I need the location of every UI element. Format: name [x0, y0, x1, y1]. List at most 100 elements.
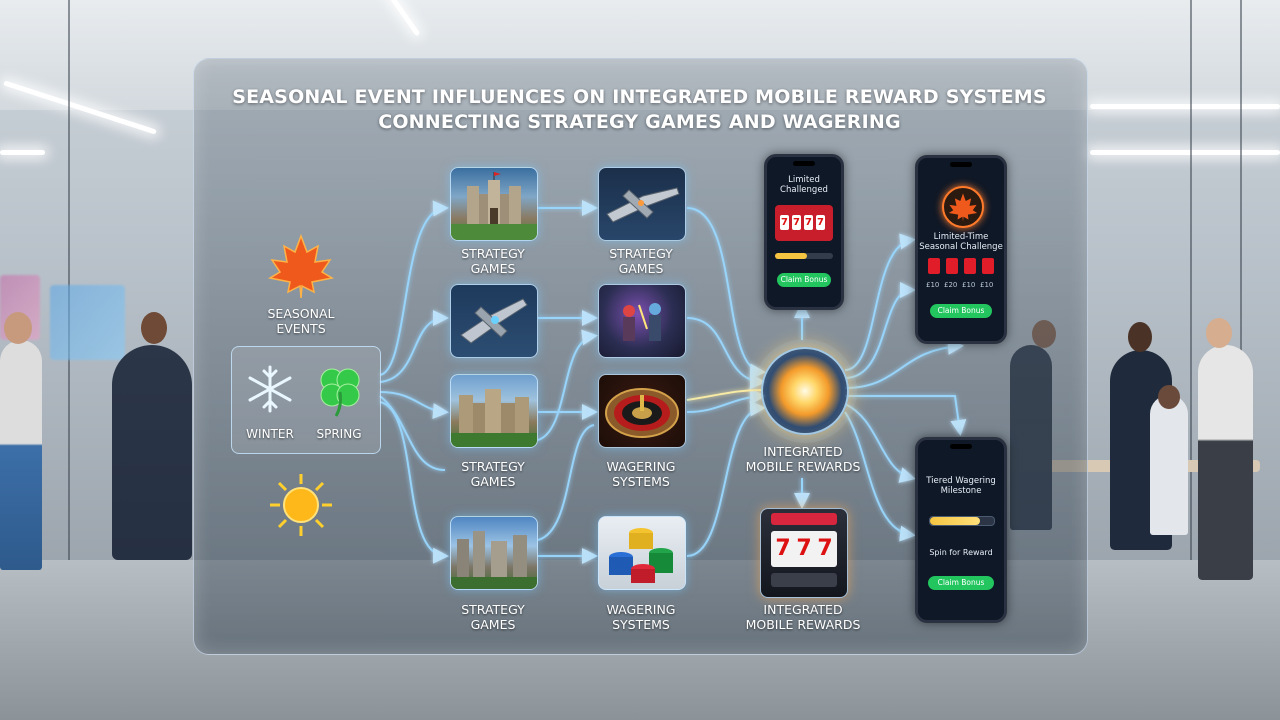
label-line: GAMES: [470, 617, 516, 632]
prize-card: [946, 258, 958, 274]
flow-line: [844, 282, 916, 379]
phone2-claim-button[interactable]: Claim Bonus: [930, 304, 992, 318]
flow-line: [537, 424, 595, 541]
castle-tile: [450, 167, 538, 241]
reel-seven-icon: 7: [792, 215, 801, 230]
prize-value: £10: [962, 281, 976, 289]
starship-tile: [598, 167, 686, 241]
label-line: MOBILE REWARDS: [745, 459, 861, 474]
phone-seasonal-challenge: Limited-Time Seasonal Challenge £10 £20 …: [915, 155, 1007, 344]
flow-line: [379, 401, 449, 564]
phone1-slot: 7 7 7 7: [775, 205, 833, 241]
phone3-progress: [929, 516, 995, 526]
maple-leaf-icon: [948, 193, 978, 222]
roulette-tile: [598, 374, 686, 448]
phone1-progress-fill: [775, 253, 807, 259]
label-line: GAMES: [470, 474, 516, 489]
prize-value: £10: [926, 281, 940, 289]
reel-seven-icon: 7: [817, 536, 833, 561]
phone-limited-challenge: Limited Challenged 7 7 7 7 Claim Bonus: [764, 154, 844, 310]
label-line: GAMES: [618, 261, 664, 276]
maple-leaf-icon: [267, 233, 335, 299]
season-winter-label: WINTER: [246, 427, 294, 441]
label-line: STRATEGY: [609, 246, 673, 261]
casino-chips-icon: [609, 528, 673, 583]
prize-card: [982, 258, 994, 274]
casino-chips-tile: [598, 516, 686, 590]
diagram-title-line2: CONNECTING STRATEGY GAMES AND WAGERING: [378, 111, 901, 133]
flow-line: [686, 400, 766, 557]
label-line: WAGERING: [606, 602, 676, 617]
label-line: WAGERING: [606, 459, 676, 474]
flow-line: [844, 338, 964, 389]
clover-icon: [320, 368, 360, 417]
integrated-rewards-hub: [761, 347, 849, 435]
flow-line: [379, 310, 449, 383]
diagram-title-line1: SEASONAL EVENT INFLUENCES ON INTEGRATED …: [232, 86, 1047, 108]
roulette-wheel-icon: [605, 388, 679, 438]
spaceship-tile: [450, 284, 538, 358]
label-line: MOBILE REWARDS: [745, 617, 861, 632]
phone1-claim-button[interactable]: Claim Bonus: [777, 273, 831, 287]
slot-panel: [771, 573, 837, 587]
title-line: Limited-Time: [933, 232, 989, 242]
phone2-cards: [925, 258, 997, 274]
heading-line: EVENTS: [276, 321, 326, 336]
person-head: [4, 312, 32, 344]
label-line: SYSTEMS: [612, 474, 670, 489]
phone-tiered-wagering: Tiered Wagering Milestone Spin for Rewar…: [915, 437, 1007, 623]
slot-machine-tile: 7 7 7: [760, 508, 848, 598]
flow-line: [686, 389, 763, 401]
flow-line: [686, 388, 766, 413]
title-line: Seasonal Challenge: [919, 242, 1003, 252]
phone-notch: [950, 444, 972, 449]
reel-seven-icon: 7: [816, 215, 825, 230]
wall-screen: [50, 285, 125, 360]
glass-wall: [1190, 0, 1192, 720]
slot-reels: 7 7 7: [771, 531, 837, 567]
warrior-icon: [623, 303, 661, 341]
office-ceiling: [0, 0, 1280, 110]
reel-seven-icon: 7: [775, 536, 791, 561]
person-silhouette: [1198, 345, 1253, 580]
seasonal-events-heading: SEASONAL EVENTS: [246, 306, 356, 336]
label-line: GAMES: [470, 261, 516, 276]
phone2-title: Limited-Time Seasonal Challenge: [918, 232, 1004, 252]
phone1-progress: [775, 253, 833, 259]
person-silhouette: [112, 345, 192, 560]
snowflake-icon: [248, 365, 292, 413]
label-line: STRATEGY: [461, 459, 525, 474]
phone3-claim-button[interactable]: Claim Bonus: [928, 576, 994, 590]
flow-line: [379, 200, 449, 376]
title-line: Challenged: [780, 185, 828, 195]
flow-line: [686, 207, 766, 380]
ceiling-light: [0, 150, 45, 155]
flow-line: [686, 317, 766, 390]
prize-value: £20: [944, 281, 958, 289]
season-spring-label: SPRING: [316, 427, 362, 441]
title-line: Limited: [788, 175, 820, 185]
sun-icon: [270, 474, 332, 536]
title-line: Milestone: [940, 486, 982, 496]
phone3-title: Tiered Wagering Milestone: [918, 476, 1004, 496]
label-line: SYSTEMS: [612, 617, 670, 632]
person-silhouette: [1010, 345, 1052, 530]
phone-notch: [950, 162, 972, 167]
prize-card: [964, 258, 976, 274]
slot-marquee: [771, 513, 837, 525]
person-head: [1032, 320, 1056, 348]
phone1-title: Limited Challenged: [767, 175, 841, 195]
flow-line: [844, 233, 916, 371]
fortress-icon: [451, 389, 537, 447]
flow-line: [844, 411, 916, 542]
ceiling-light: [1090, 104, 1280, 109]
label-line: INTEGRATED: [763, 602, 843, 617]
city-castle-icon: [451, 531, 537, 589]
phone-notch: [793, 161, 815, 166]
label-line: STRATEGY: [461, 246, 525, 261]
